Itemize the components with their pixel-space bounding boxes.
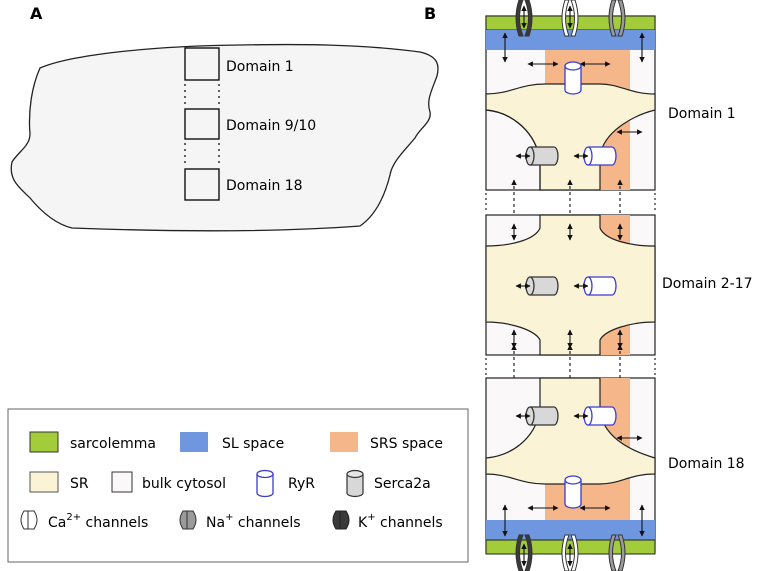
legend-ryr-icon (256, 469, 274, 498)
ryr-top-body (564, 66, 582, 95)
ryr-domain-18-body (588, 406, 617, 426)
na-channel-top-left (608, 0, 617, 37)
legend-ca-channel-icon (20, 510, 38, 530)
legend-swatch-bulk-cytosol (111, 471, 133, 493)
domain-18-box (184, 168, 220, 201)
ryr-domain-1-body (588, 146, 617, 166)
ca-channel-top (561, 0, 579, 37)
domain-1-box (184, 47, 220, 81)
ryr-bottom-cap (564, 475, 582, 485)
panel-b-label: B (424, 4, 436, 23)
domain-9-10-label-a: Domain 9/10 (226, 118, 316, 134)
k-channel-bottom (515, 534, 533, 571)
na-channel-top-right (617, 0, 626, 37)
domain-9-10-box (184, 108, 220, 140)
serca-domain-18 (525, 406, 559, 426)
sl-space-top (486, 30, 655, 50)
sl-space-bottom (486, 520, 655, 540)
legend-srs-space-label: SRS space (370, 436, 443, 452)
na-channel-bottom-left (608, 534, 617, 571)
ryr-domain-18 (583, 406, 617, 426)
legend-serca2a-label: Serca2a (374, 476, 431, 492)
ca-channel-top-left (561, 0, 570, 37)
domain-2-17-label-b: Domain 2-17 (662, 276, 753, 292)
legend-swatch-sr (29, 471, 59, 493)
legend-ryr-label: RyR (288, 476, 315, 492)
srs-space-top (545, 50, 630, 90)
ca-channel-bottom-right (570, 534, 579, 571)
serca-domain-18-body (530, 406, 559, 426)
serca-domain-1 (525, 146, 559, 166)
legend-bulk-cytosol-label: bulk cytosol (142, 476, 226, 492)
k-channel-bottom-left (515, 534, 524, 571)
serca-domain-1-body (530, 146, 559, 166)
srs-space-bottom (545, 478, 630, 520)
serca-domain-2-17 (525, 276, 559, 296)
ryr-bottom (564, 475, 582, 509)
domain-1-label-b: Domain 1 (668, 106, 736, 122)
ryr-top-cap (564, 61, 582, 71)
cell-outline (10, 43, 439, 232)
ca-channel-bottom (561, 534, 579, 571)
legend-sr-label: SR (70, 476, 89, 492)
ryr-bottom-body (564, 480, 582, 509)
sr-domain-2-17 (485, 214, 656, 356)
legend-k-channels-label: K+ channels (358, 512, 443, 531)
k-channel-top-right (524, 0, 533, 37)
domain-18-label-a: Domain 18 (226, 178, 303, 194)
ryr-domain-2-17-body (588, 276, 617, 296)
ryr-top (564, 61, 582, 95)
legend-swatch-sl-space (180, 432, 208, 452)
legend-na-channel-icon (179, 510, 197, 530)
k-channel-bottom-right (524, 534, 533, 571)
na-channel-bottom-right (617, 534, 626, 571)
na-channel-top (608, 0, 626, 37)
legend-sl-space-label: SL space (222, 436, 284, 452)
legend-k-sup: + (367, 512, 375, 523)
ca-channel-top-right (570, 0, 579, 37)
panel-a-label: A (30, 4, 43, 23)
domain-boxes-a (184, 47, 220, 201)
legend-k-channel-icon (332, 510, 350, 530)
legend-box (7, 408, 469, 563)
ryr-domain-1 (583, 146, 617, 166)
na-channel-bottom (608, 534, 626, 571)
domain-1-label-a: Domain 1 (226, 59, 294, 75)
legend-swatch-sarcolemma (29, 431, 59, 453)
domain-18-label-b: Domain 18 (668, 456, 745, 472)
legend: sarcolemma SL space SRS space SR bulk cy… (20, 431, 443, 531)
k-channel-top-left (515, 0, 524, 37)
legend-sarcolemma-label: sarcolemma (70, 436, 156, 452)
legend-ca-channels-label: Ca2+ channels (48, 512, 148, 531)
k-channel-top (515, 0, 533, 37)
ca-channel-bottom-left (561, 534, 570, 571)
legend-na-sup: + (225, 512, 233, 523)
ryr-domain-2-17 (583, 276, 617, 296)
sr-domain-18 (485, 377, 656, 485)
legend-na-channels-label: Na+ channels (206, 512, 301, 531)
legend-serca2a-icon (346, 469, 364, 498)
panel-b-schematic (485, 0, 656, 571)
serca-domain-2-17-body (530, 276, 559, 296)
legend-swatch-srs-space (330, 432, 358, 452)
legend-ca-sup: 2+ (66, 512, 81, 523)
